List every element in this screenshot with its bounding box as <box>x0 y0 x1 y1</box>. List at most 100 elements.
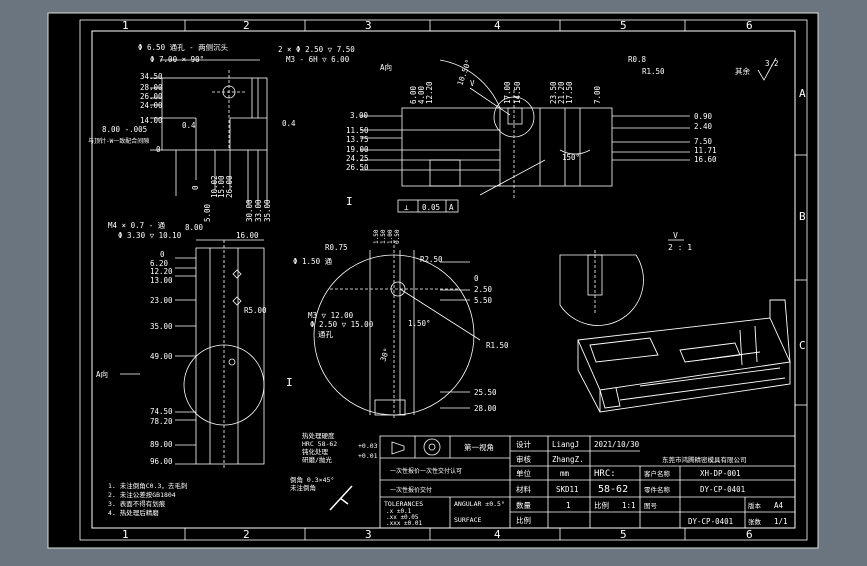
tr-tdim-0: 6.00 <box>409 85 418 104</box>
bc-rdim-0: 0 <box>474 274 479 283</box>
grid-col-1: 1 <box>122 19 129 32</box>
grid-col-2: 2 <box>243 19 250 32</box>
thread-callout-1: 2 × Φ 2.50 ▽ 7.50 <box>278 45 355 54</box>
bdim-4: 26.00 <box>225 175 234 198</box>
roughness-2: 0.4 <box>182 121 196 130</box>
grid-row-c: C <box>799 339 806 352</box>
scale-value: 1:1 <box>622 501 636 510</box>
detail-label-top: V <box>673 231 678 240</box>
bdim-2: 10.02 <box>210 175 219 198</box>
surface-tol: SURFACE <box>454 516 481 524</box>
bdim-6: 33.00 <box>254 199 263 222</box>
tr-tdim-4: 17.00 <box>503 81 512 104</box>
bdim-7: 35.00 <box>263 199 272 222</box>
bc-tdim-2: 1.00 <box>387 229 394 244</box>
title-block[interactable] <box>379 435 796 529</box>
checker: ZhangZ. <box>552 455 584 464</box>
top-left-bottom-dims: 0 5.00 10.02 15.00 26.00 30.00 33.00 35.… <box>191 175 272 222</box>
dim-26-00: 26.00 <box>140 92 163 101</box>
flatness-value: 0.05 <box>422 203 440 212</box>
grid-column-ticks <box>184 20 807 540</box>
hardness-label: HRC: <box>594 469 616 479</box>
grid-row-b: B <box>799 210 806 223</box>
bdim-1: 5.00 <box>203 203 212 222</box>
version-label: 版本 <box>748 501 762 510</box>
weld-note-2: 未注倒角 <box>290 483 316 492</box>
note-left-1: 8.00 -.005 <box>102 125 147 134</box>
bc-tdim-3: 0.50 <box>394 229 401 244</box>
bc-angle-1: 1.50° <box>408 319 431 328</box>
thread-callout-2: M3 - 6H ▽ 6.00 <box>286 55 350 64</box>
bottom-center-view[interactable] <box>313 240 481 420</box>
tr-angle-2: 150° <box>562 153 580 162</box>
drawing-no-value: DY-CP-0401 <box>688 517 733 526</box>
project-value: XH-DP-001 <box>700 469 741 478</box>
bc-rdim-4: 28.00 <box>474 404 497 413</box>
bc-tdim-0: 1.50 <box>373 229 380 244</box>
callout-depth: Φ 7.00 × 90° <box>150 55 204 64</box>
bc-thread-1: M3 ▽ 12.00 <box>308 311 354 320</box>
projection-label: 第一视角 <box>464 442 494 452</box>
bc-hole-label: Φ 1.50 通 <box>293 256 333 266</box>
grid-row-a: A <box>799 87 806 100</box>
row-label-material: 材料 <box>516 484 531 494</box>
tol-row-2: .xx ±0.05 <box>386 514 419 521</box>
isometric-view[interactable] <box>577 299 791 413</box>
bc-r-1-50: R1.50 <box>486 341 509 350</box>
grid-col-1-bottom: 1 <box>122 528 129 541</box>
tech-req-3: 3. 表面不得有划痕 <box>108 499 166 508</box>
grid-col-4: 4 <box>494 19 501 32</box>
material: SKD11 <box>556 485 579 494</box>
section-I: I <box>346 195 353 208</box>
hardness-note-4: 研磨/抛光 <box>302 455 332 464</box>
tr-r-0-8: R0.8 <box>628 55 647 64</box>
grid-col-6-bottom: 6 <box>746 528 753 541</box>
row-label-design: 设计 <box>516 439 531 449</box>
bl-ldim-4: 23.00 <box>150 296 173 305</box>
top-left-view-text: Φ 6.50 通孔 - 两侧沉头 Φ 7.00 × 90° 2 × Φ 2.50… <box>88 42 355 154</box>
section-label-a: A向 <box>380 62 392 72</box>
row-label-quantity: 数量 <box>516 500 531 510</box>
weld-symbol <box>329 485 353 511</box>
tr-tdim-7: 21.20 <box>557 81 566 104</box>
bdim-3: 15.00 <box>217 175 226 198</box>
tr-ldim-4: 24.25 <box>346 154 369 163</box>
detail-view[interactable] <box>559 239 684 326</box>
tolerance-header: TOLERANCES <box>384 500 423 508</box>
row-label-check: 审核 <box>516 454 531 464</box>
tr-rdim-2: 7.50 <box>694 137 713 146</box>
top-right-view[interactable] <box>360 59 690 213</box>
roughness-1: 0.4 <box>282 119 296 128</box>
hardness-note-1: 热处理硬度 <box>302 431 335 440</box>
bc-angle-2: 30° <box>378 347 391 363</box>
bdim-5: 30.00 <box>245 199 254 222</box>
roughness-note: 其余 <box>735 66 750 76</box>
tr-rdim-0: 0.90 <box>694 112 713 121</box>
notes-text: 热处理硬度 HRC 58-62 钝化处理 研磨/抛光 +0.03 +0.01 倒… <box>108 431 378 517</box>
bc-r-2-50: R2.50 <box>420 255 443 264</box>
sheet-value: 1/1 <box>774 517 788 526</box>
bottom-center-view-text: R0.75 R2.50 R1.50 Φ 1.50 通 M3 ▽ 12.00 Φ … <box>293 229 509 413</box>
date: 2021/10/30 <box>594 440 640 449</box>
bc-rdim-2: 5.50 <box>474 296 493 305</box>
bl-top-dim-1: 8.00 <box>185 223 204 232</box>
bottom-left-view[interactable] <box>120 239 265 470</box>
drawing-sheet <box>47 12 819 549</box>
tech-req-4: 4. 热处理后精磨 <box>108 508 159 517</box>
bl-callout-1: M4 × 0.7 - 通 <box>108 220 166 230</box>
bc-r-0-75: R0.75 <box>325 243 348 252</box>
tr-ldim-5: 26.50 <box>346 163 369 172</box>
hardness-note-2: HRC 58-62 <box>302 440 337 448</box>
tr-r-1-50: R1.50 <box>642 67 665 76</box>
top-right-view-text: A向 3.00 11.50 13.75 19.00 24.25 26.50 6.… <box>346 55 779 212</box>
bc-rdim-1: 2.50 <box>474 285 493 294</box>
bl-ldim-1: 6.20 <box>150 259 169 268</box>
bl-ldim-0: 0 <box>160 250 165 259</box>
bc-thread-2: Φ 2.50 ▽ 15.00 <box>310 320 374 329</box>
top-left-view[interactable] <box>150 59 268 205</box>
tr-tdim-6: 23.50 <box>549 81 558 104</box>
tb-note-row-1: 一次性报价一次性交付认可 <box>390 467 462 475</box>
tr-ldim-1: 11.50 <box>346 126 369 135</box>
bdim-0: 0 <box>191 185 200 190</box>
